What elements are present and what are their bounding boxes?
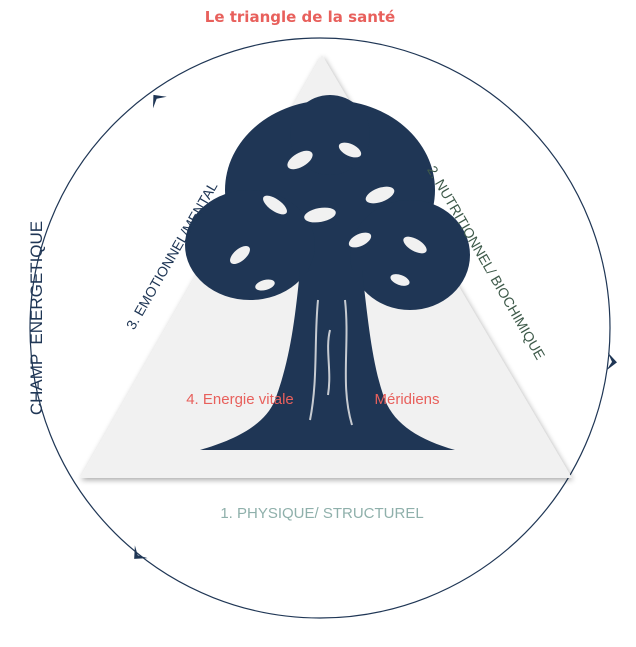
side-label-physical: 1. PHYSIQUE/ STRUCTUREL — [220, 505, 423, 522]
center-label-vital-energy: 4. Energie vitale — [186, 391, 294, 408]
arrow-chevron-icon — [606, 352, 617, 371]
center-label-meridians: Méridiens — [374, 391, 439, 408]
energy-field-circle — [29, 37, 611, 619]
energy-field-label: CHAMP ENERGETIQUE — [27, 221, 46, 415]
tree-icon — [185, 95, 470, 450]
arrow-chevron-icon — [152, 94, 167, 109]
diagram-title: Le triangle de la santé — [205, 8, 395, 26]
arrow-chevron-icon — [134, 545, 148, 559]
